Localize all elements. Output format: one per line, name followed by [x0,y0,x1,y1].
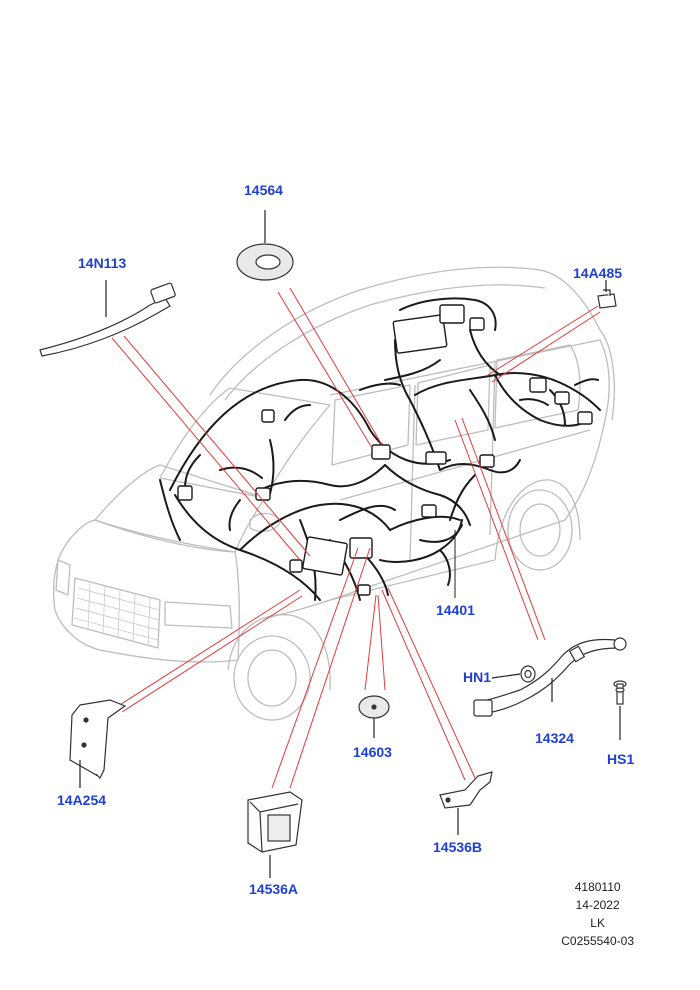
callout-14564[interactable]: 14564 [244,182,283,198]
part-bracket-14A254 [69,699,127,788]
callout-14536B[interactable]: 14536B [433,839,483,855]
callout-14536A[interactable]: 14536A [249,881,299,897]
part-bolt-HS1 [613,680,627,740]
part-cable-tie-14N113 [39,280,176,357]
callout-14N113[interactable]: 14N113 [78,255,127,271]
part-grommet-14564 [236,210,294,281]
stamp-line-3: LK [590,916,605,930]
part-nut-HN1 [491,665,536,683]
callout-HS1[interactable]: HS1 [607,751,635,767]
part-clip-14A485 [597,280,617,309]
part-grommet-14603 [358,695,390,738]
harness-connectors [177,304,593,596]
stamp-line-4: C0255540-03 [561,934,634,948]
reference-stamp: 4180110 14-2022 LK C0255540-03 [561,878,634,950]
callout-14324[interactable]: 14324 [535,730,574,746]
callout-14401[interactable]: 14401 [436,602,475,618]
stamp-line-2: 14-2022 [575,898,620,912]
callout-HN1[interactable]: HN1 [463,669,492,685]
callout-14A485[interactable]: 14A485 [573,265,623,281]
callout-14A254[interactable]: 14A254 [57,792,107,808]
part-bracket-14536B [439,771,493,835]
part-cover-14536A [247,791,303,878]
part-bracket-14324 [473,637,627,717]
leader-lines [111,287,601,789]
callout-14603[interactable]: 14603 [353,744,392,760]
stamp-line-1: 4180110 [574,880,621,894]
vehicle-outline [53,266,615,721]
